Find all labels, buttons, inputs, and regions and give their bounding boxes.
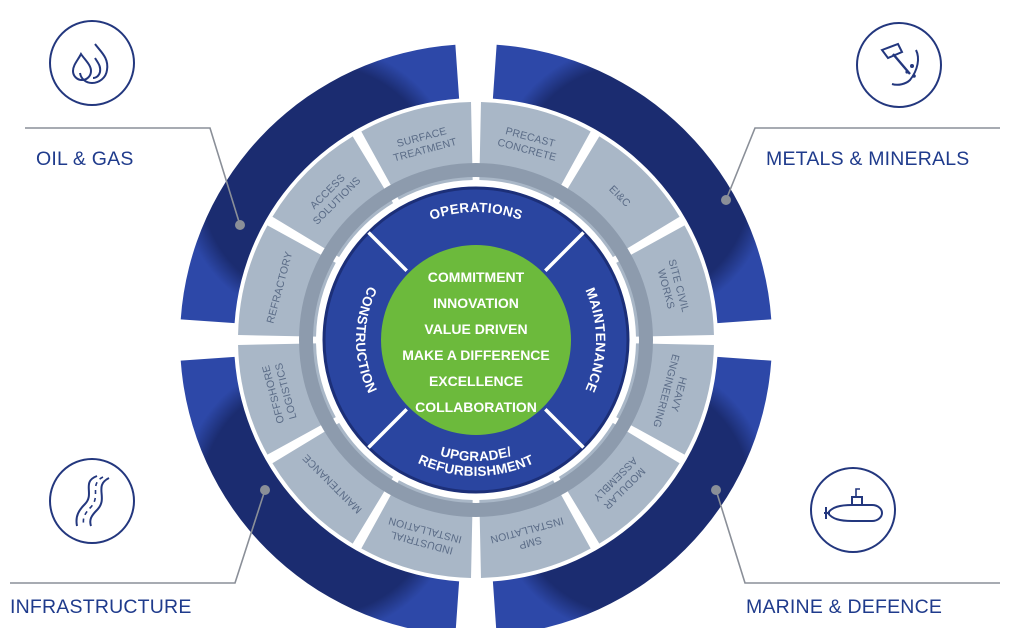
phase-divider xyxy=(367,231,408,272)
service-sector xyxy=(558,422,680,544)
connector-dot-metals-minerals xyxy=(721,195,731,205)
connector-oil-gas xyxy=(25,127,241,226)
connector-dot-infrastructure xyxy=(260,485,270,495)
phase-divider xyxy=(544,408,585,449)
infrastructure-icon-badge xyxy=(49,458,135,544)
value-excellence: EXCELLENCE xyxy=(429,373,523,389)
value-value-driven: VALUE DRIVEN xyxy=(424,321,527,337)
phase-label-upgrade: UPGRADE/ xyxy=(439,444,513,464)
hammer-ore-icon xyxy=(880,42,919,86)
value-make-a-difference: MAKE A DIFFERENCE xyxy=(402,347,550,363)
industry-connectors xyxy=(10,127,1000,584)
phase-divider xyxy=(544,231,585,272)
road-icon xyxy=(75,475,110,527)
connector-marine-defence xyxy=(715,489,1000,584)
connector-dot-oil-gas xyxy=(235,220,245,230)
connector-metals-minerals xyxy=(725,127,1000,201)
industry-label-marine-defence: MARINE & DEFENCE xyxy=(746,596,943,618)
core-values: COMMITMENT INNOVATION VALUE DRIVEN MAKE … xyxy=(402,269,550,415)
service-sector xyxy=(272,136,394,258)
submarine-icon xyxy=(824,488,884,522)
services-inner-band xyxy=(299,163,653,517)
service-label-line: SMP xyxy=(517,534,543,552)
center-values-circle xyxy=(381,245,571,435)
connector-infrastructure xyxy=(10,489,266,584)
phase-ring-edge xyxy=(322,186,630,494)
industry-label-metals-minerals: METALS & MINERALS xyxy=(766,148,970,170)
value-commitment: COMMITMENT xyxy=(428,269,525,285)
phase-divider xyxy=(367,408,408,449)
metals-minerals-icon-badge xyxy=(856,22,942,108)
value-innovation: INNOVATION xyxy=(433,295,519,311)
arc-metals-minerals xyxy=(492,44,772,324)
marine-defence-icon-badge xyxy=(810,467,896,553)
phase-label-operations: OPERATIONS xyxy=(428,200,525,223)
connector-dot-marine-defence xyxy=(711,485,721,495)
arc-oil-gas xyxy=(180,44,460,324)
flame-drop-icon xyxy=(71,43,109,85)
arc-infrastructure xyxy=(180,356,460,628)
oil-gas-icon-badge xyxy=(49,20,135,106)
industry-label-infrastructure: INFRASTRUCTURE xyxy=(10,596,192,618)
value-collaboration: COLLABORATION xyxy=(415,399,537,415)
industry-label-oil-gas: OIL & GAS xyxy=(36,148,134,170)
service-sector xyxy=(272,422,394,544)
service-sector xyxy=(558,136,680,258)
